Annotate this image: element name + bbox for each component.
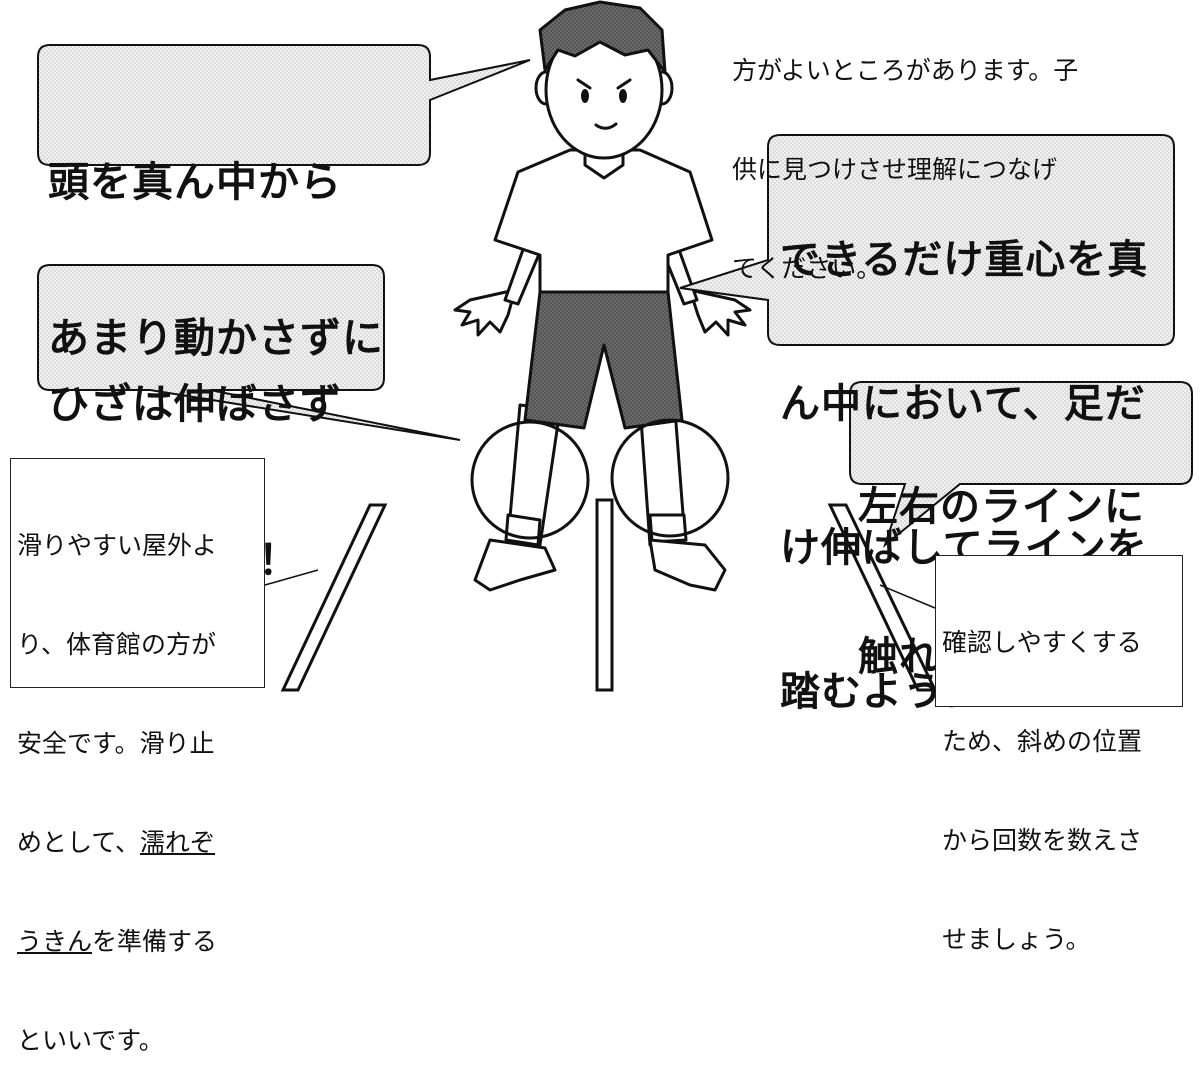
right-note-box: 確認しやすくする ため、斜めの位置 から回数を数えさ せましょう。 — [935, 555, 1183, 954]
right-eye — [616, 78, 632, 90]
left-hand — [453, 288, 517, 337]
left-note-line: 滑りやすい屋外よ — [17, 531, 218, 560]
callout-bubbles — [37, 44, 1193, 548]
center-callout-bubble — [679, 134, 1175, 346]
right-note-line: せましょう。 — [942, 925, 1091, 954]
callout-line: できるだけ重心を真 — [780, 237, 1149, 283]
right-knee-circle — [610, 418, 730, 538]
left-note-underlined: 濡れぞ — [140, 828, 216, 857]
left-note-segment: を準備する — [92, 927, 218, 956]
left-note-line: めとして、濡れぞ — [17, 826, 258, 859]
callout-line: ひざは伸ばさず — [48, 380, 342, 428]
illustration-canvas — [37, 0, 1193, 692]
knee-markers — [470, 418, 730, 540]
right-note-pointer — [879, 584, 936, 609]
right-note-line: 確認しやすくする — [942, 628, 1142, 657]
left-note-pointer — [264, 569, 319, 586]
left-eye — [576, 78, 592, 90]
left-shoe — [473, 538, 557, 592]
head-callout-text: 頭を真ん中から あまり動かさずに — [48, 52, 384, 416]
shorts — [523, 290, 684, 430]
top-note-line: 方がよいところがあります。子 — [732, 56, 1079, 85]
left-sock — [504, 513, 542, 547]
left-note-box: 滑りやすい屋外よ り、体育館の方が 安全です。滑り止 めとして、濡れぞ うきんを… — [10, 458, 265, 1055]
left-note-line: うきんを準備する — [17, 925, 258, 958]
mouth — [594, 122, 618, 130]
right-note-line: ため、斜めの位置 — [942, 727, 1143, 756]
right-shoe — [648, 538, 727, 592]
head-callout-bubble — [37, 44, 531, 166]
left-note-line: といいです。 — [17, 1026, 164, 1055]
callout-line: あまり動かさずに — [48, 314, 384, 362]
callout-line: 左右のラインに — [858, 484, 1145, 530]
top-note-line: 供に見つけさせ理解につなげ — [732, 155, 1058, 184]
right-note-line: から回数を数えさ — [942, 826, 1143, 855]
top-note-line: てください。 — [732, 254, 882, 283]
touch-callout-bubble — [849, 381, 1193, 548]
right-sock — [648, 513, 688, 544]
boy-figure — [453, 0, 752, 592]
left-floor-line — [280, 503, 388, 692]
callout-line: ん中において、足だ — [780, 381, 1146, 427]
left-note-line: 安全です。滑り止 — [17, 729, 215, 758]
note-pointers — [264, 569, 936, 609]
left-note-segment: めとして、 — [17, 828, 141, 857]
right-hand — [688, 288, 752, 337]
left-knee-circle — [470, 420, 590, 540]
knees-callout-bubble — [37, 264, 461, 441]
left-note-underlined: うきん — [17, 927, 93, 956]
top-note: 方がよいところがあります。子 供に見つけさせ理解につなげ てください。 — [732, 0, 1078, 318]
right-pupil — [619, 89, 627, 103]
center-floor-line — [595, 498, 614, 692]
hair — [538, 0, 667, 74]
left-note-line: り、体育館の方が — [17, 630, 217, 659]
callout-line: 頭を真ん中から — [48, 158, 342, 206]
left-pupil — [581, 89, 589, 103]
